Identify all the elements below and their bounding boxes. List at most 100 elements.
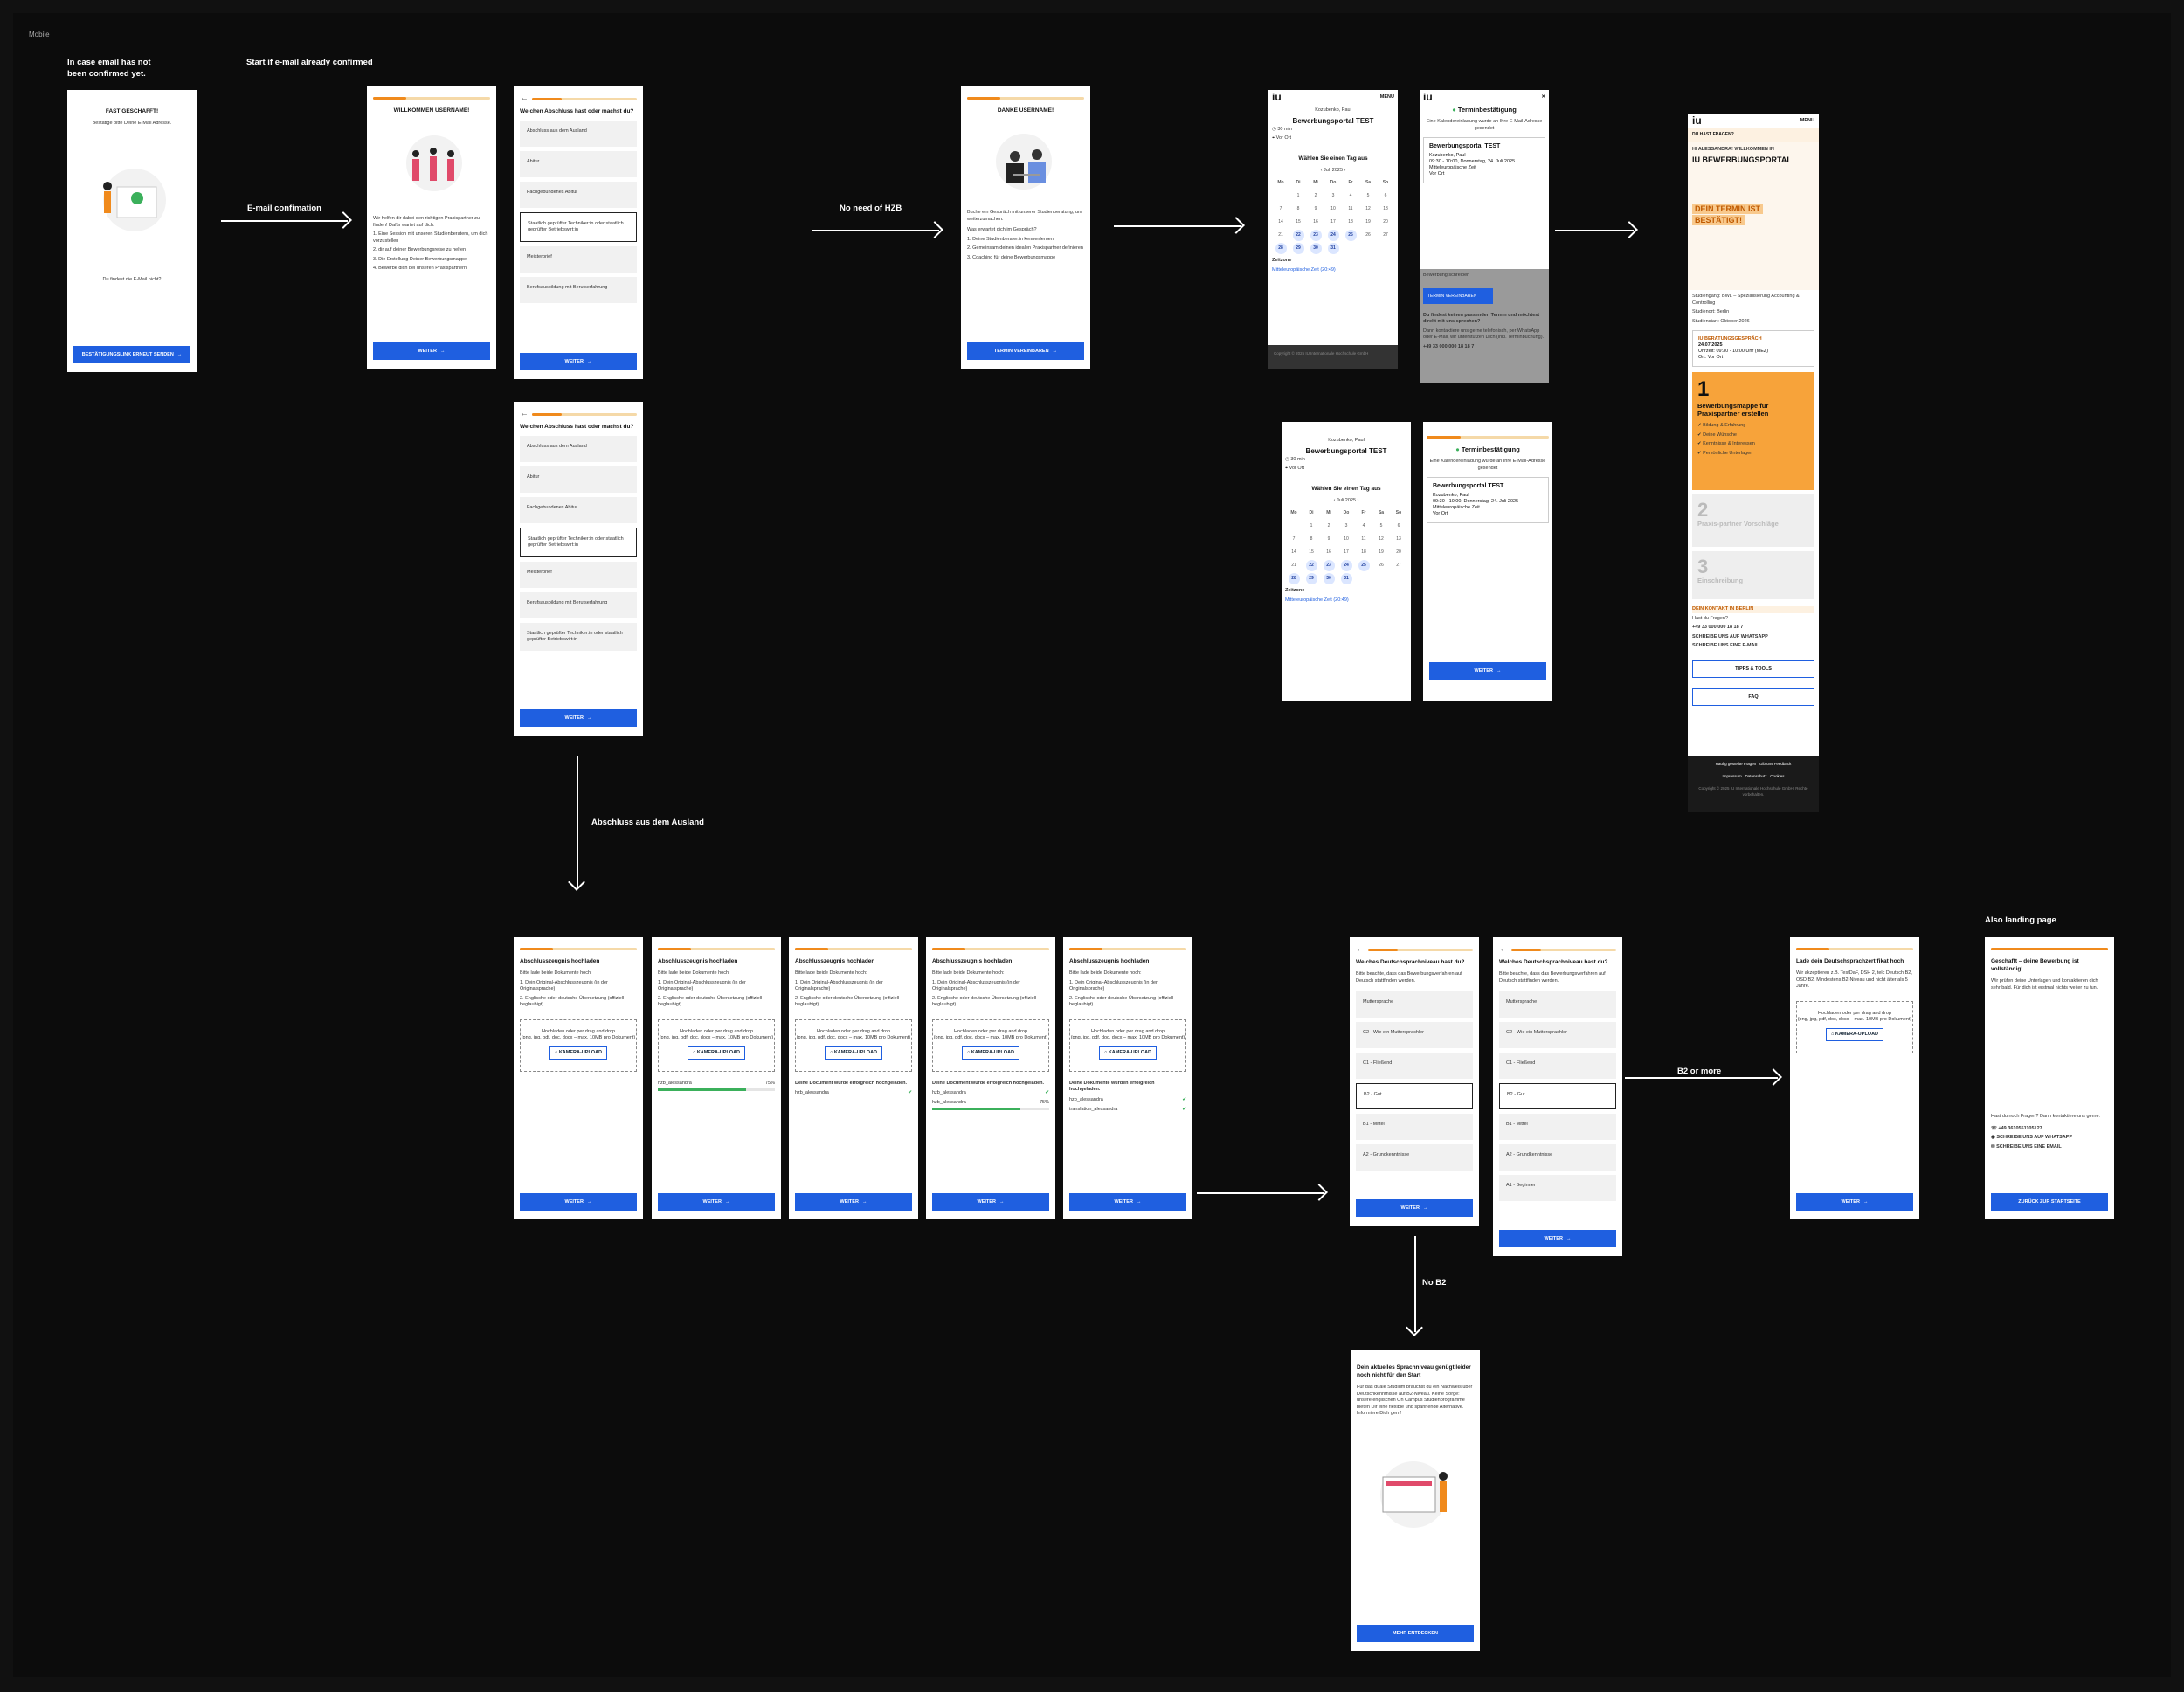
dropzone[interactable]: Hochladen oder per drag and drop(png, jp…	[658, 1019, 775, 1072]
calendar-day[interactable]: 28	[1275, 243, 1287, 254]
close-icon[interactable]: ✕	[1541, 93, 1545, 100]
option[interactable]: Berufsausbildung mit Berufserfahrung	[520, 277, 637, 303]
help-topbar[interactable]: DU HAST FRAGEN?	[1688, 128, 1819, 142]
option-selected[interactable]: B2 - Gut	[1499, 1083, 1616, 1109]
weiter-button[interactable]: WEITER→	[520, 709, 637, 727]
option-selected[interactable]: Staatlich geprüfter Techniker:in oder st…	[520, 528, 637, 557]
contact-phone[interactable]: +49 33 000 000 18 18 7	[1692, 625, 1814, 632]
dropzone[interactable]: Hochladen oder per drag and drop(png, jp…	[932, 1019, 1049, 1072]
camera-upload-button[interactable]: ⌂ KAMERA-UPLOAD	[549, 1046, 607, 1060]
footer-link[interactable]: Cookies	[1770, 774, 1784, 778]
option[interactable]: B1 - Mittel	[1356, 1114, 1473, 1140]
calendar-day[interactable]: 25	[1358, 560, 1370, 571]
option[interactable]: C1 - Fließend	[1499, 1053, 1616, 1079]
month-nav[interactable]: ‹ Juli 2025 ›	[1272, 168, 1394, 175]
dropzone[interactable]: Hochladen oder per drag and drop(png, jp…	[1069, 1019, 1186, 1072]
back-arrow-icon[interactable]: ←	[520, 95, 529, 102]
weiter-button[interactable]: WEITER→	[1429, 662, 1546, 680]
contact-whatsapp[interactable]: ◉ SCHREIBE UNS AUF WHATSAPP	[1991, 1135, 2108, 1142]
camera-upload-button[interactable]: ⌂ KAMERA-UPLOAD	[962, 1046, 1019, 1060]
calendar-day[interactable]: 28	[1289, 573, 1300, 584]
option-selected[interactable]: B2 - Gut	[1356, 1083, 1473, 1109]
timezone-select[interactable]: Mitteleuropäische Zeit (20:49)	[1285, 597, 1407, 604]
footer-link[interactable]: Datenschutz	[1745, 774, 1766, 778]
option[interactable]: Fachgebundenes Abitur	[520, 497, 637, 523]
contact-mail[interactable]: ✉ SCHREIBE UNS EINE EMAIL	[1991, 1144, 2108, 1151]
weiter-button[interactable]: WEITER→	[1796, 1193, 1913, 1211]
contact-phone[interactable]: ☏ +49 3610551105127	[1991, 1126, 2108, 1133]
back-arrow-icon[interactable]: ←	[520, 411, 529, 418]
option[interactable]: Abschluss aus dem Ausland	[520, 436, 637, 462]
timezone-select[interactable]: Mitteleuropäische Zeit (20:49)	[1272, 267, 1394, 274]
footer-link[interactable]: Impressum	[1722, 774, 1741, 778]
option[interactable]: Abitur	[520, 466, 637, 493]
camera-upload-button[interactable]: ⌂ KAMERA-UPLOAD	[1099, 1046, 1157, 1060]
month-nav[interactable]: ‹ Juli 2025 ›	[1285, 498, 1407, 505]
calendar-day[interactable]: 31	[1341, 573, 1352, 584]
option-selected[interactable]: Staatlich geprüfter Techniker:in oder st…	[520, 212, 637, 242]
option[interactable]: Fachgebundenes Abitur	[520, 182, 637, 208]
footer-link[interactable]: Häufig gestellte Fragen	[1716, 762, 1757, 766]
option[interactable]: B1 - Mittel	[1499, 1114, 1616, 1140]
weiter-button[interactable]: WEITER→	[1356, 1199, 1473, 1217]
option[interactable]: Berufsausbildung mit Berufserfahrung	[520, 592, 637, 618]
calendar-day[interactable]: 25	[1345, 230, 1357, 241]
step-card-active[interactable]: 1 Bewerbungsmappe für Praxispartner erst…	[1692, 372, 1814, 490]
back-arrow-icon[interactable]: ←	[1499, 946, 1508, 953]
back-arrow-icon[interactable]: ←	[1356, 946, 1365, 953]
mehr-entdecken-button[interactable]: MEHR ENTDECKEN	[1357, 1625, 1474, 1642]
contact-whatsapp[interactable]: SCHREIBE UNS AUF WHATSAPP	[1692, 634, 1814, 641]
camera-upload-button[interactable]: ⌂ KAMERA-UPLOAD	[1826, 1028, 1883, 1041]
option[interactable]: C2 - Wie ein Muttersprachler	[1499, 1022, 1616, 1048]
option[interactable]: Muttersprache	[1499, 991, 1616, 1018]
option[interactable]: Staatlich geprüfter Techniker:in oder st…	[520, 623, 637, 651]
option[interactable]: A2 - Grundkenntnisse	[1499, 1144, 1616, 1171]
weiter-button[interactable]: WEITER→	[795, 1193, 912, 1211]
calendar-day[interactable]: 24	[1341, 560, 1352, 571]
option[interactable]: Abschluss aus dem Ausland	[520, 121, 637, 147]
calendar-day[interactable]: 24	[1328, 230, 1339, 241]
option[interactable]: C2 - Wie ein Muttersprachler	[1356, 1022, 1473, 1048]
dropzone[interactable]: Hochladen oder per drag and drop(png, jp…	[520, 1019, 637, 1072]
calendar-day[interactable]: 23	[1324, 560, 1335, 571]
weiter-button[interactable]: WEITER→	[520, 353, 637, 370]
camera-upload-button[interactable]: ⌂ KAMERA-UPLOAD	[688, 1046, 745, 1060]
calendar-day[interactable]: 23	[1310, 230, 1322, 241]
weiter-button[interactable]: WEITER→	[932, 1193, 1049, 1211]
option[interactable]: Muttersprache	[1356, 991, 1473, 1018]
termin-vereinbaren-button[interactable]: TERMIN VEREINBAREN→	[967, 342, 1084, 360]
resend-link-button[interactable]: BESTÄTIGUNGSLINK ERNEUT SENDEN→	[73, 346, 190, 363]
tips-button[interactable]: TIPPS & TOOLS	[1692, 660, 1814, 678]
calendar-day[interactable]: 22	[1306, 560, 1317, 571]
phone-link[interactable]: +49 33 000 000 18 18 7	[1423, 344, 1545, 351]
option[interactable]: Meisterbrief	[520, 562, 637, 588]
calendar-day[interactable]: 29	[1306, 573, 1317, 584]
weiter-button[interactable]: WEITER→	[520, 1193, 637, 1211]
calendar-day[interactable]: 30	[1310, 243, 1322, 254]
calendar-day[interactable]: 31	[1328, 243, 1339, 254]
weiter-button[interactable]: WEITER→	[1069, 1193, 1186, 1211]
calendar-day[interactable]: 30	[1324, 573, 1335, 584]
option[interactable]: A1 - Beginner	[1499, 1175, 1616, 1201]
back-to-start-button[interactable]: ZURÜCK ZUR STARTSEITE	[1991, 1193, 2108, 1211]
option[interactable]: C1 - Fließend	[1356, 1053, 1473, 1079]
weiter-button[interactable]: WEITER→	[1499, 1230, 1616, 1247]
option[interactable]: Meisterbrief	[520, 246, 637, 273]
weiter-button[interactable]: WEITER→	[658, 1193, 775, 1211]
weiter-button[interactable]: WEITER→	[373, 342, 490, 360]
calendar-day[interactable]: 29	[1293, 243, 1304, 254]
menu-button[interactable]: MENU	[1380, 93, 1394, 100]
dropzone[interactable]: Hochladen oder per drag and drop(png, jp…	[795, 1019, 912, 1072]
calendar-day[interactable]: 22	[1293, 230, 1304, 241]
dropzone[interactable]: Hochladen oder per drag and drop(png, jp…	[1796, 1001, 1913, 1053]
faq-button[interactable]: FAQ	[1692, 688, 1814, 706]
option[interactable]: A2 - Grundkenntnisse	[1356, 1144, 1473, 1171]
menu-button[interactable]: MENU	[1800, 117, 1814, 124]
camera-upload-button[interactable]: ⌂ KAMERA-UPLOAD	[825, 1046, 882, 1060]
contact-mail[interactable]: SCHREIBE UNS EINE E-MAIL	[1692, 643, 1814, 650]
termin-button[interactable]: TERMIN VEREINBAREN	[1423, 288, 1493, 304]
option[interactable]: Abitur	[520, 151, 637, 177]
footer-link[interactable]: Gib uns Feedback	[1759, 762, 1792, 766]
